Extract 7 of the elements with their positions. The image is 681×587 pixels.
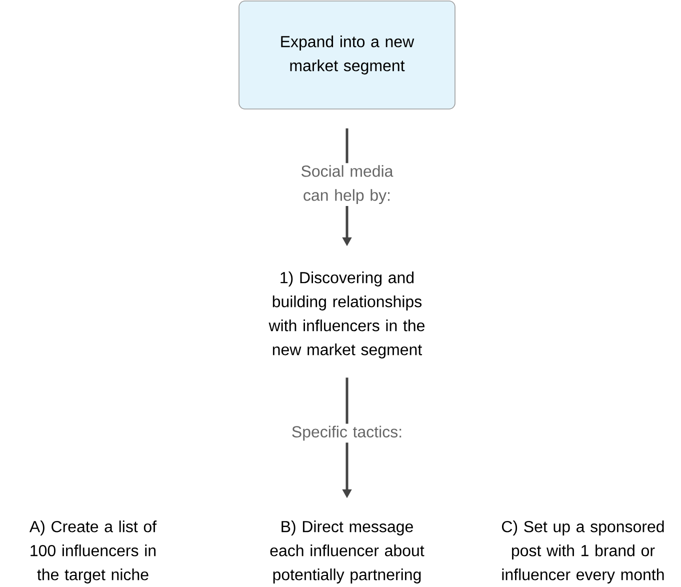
step-text: A) Create a list of 100 influencers in the target niche — [29, 520, 157, 584]
edge-label: Specific tactics: — [285, 424, 409, 443]
step-text: C) Set up a sponsored post with 1 brand or influencer every month — [502, 520, 664, 584]
step-text: 1) Discovering and building relationships with influencers in the new market segment — [268, 272, 424, 358]
step-text: B) Direct message each influencer about potentially partnering — [270, 520, 424, 584]
edge-label: Social media can help by: — [285, 163, 409, 206]
process-box: Expand into a new market segment — [238, 0, 456, 110]
